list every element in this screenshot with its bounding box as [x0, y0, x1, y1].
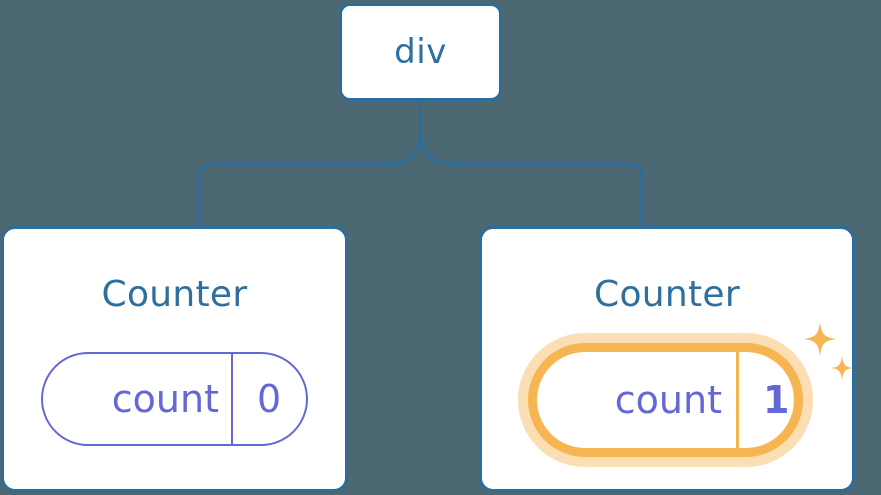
sparkle-small-icon [831, 356, 853, 380]
state-pill-highlight-glow: count 1 [518, 333, 813, 467]
state-pill-count-right[interactable]: count 1 [528, 343, 803, 457]
state-key-right: count [537, 352, 739, 448]
sparkle-large-icon [804, 322, 836, 356]
state-value-right: 1 [763, 378, 790, 422]
node-counter-right-title: Counter [594, 274, 740, 315]
state-key-left: count [43, 354, 233, 444]
sparkles-icon [804, 322, 853, 380]
node-counter-left-title: Counter [101, 274, 248, 315]
connector-root-to-left [198, 99, 422, 228]
node-div-label: div [394, 32, 447, 72]
state-pill-count-left[interactable]: count 0 [41, 352, 308, 446]
node-div[interactable]: div [339, 3, 502, 101]
connector-root-to-right [419, 99, 644, 228]
state-value-left: 0 [257, 377, 282, 421]
